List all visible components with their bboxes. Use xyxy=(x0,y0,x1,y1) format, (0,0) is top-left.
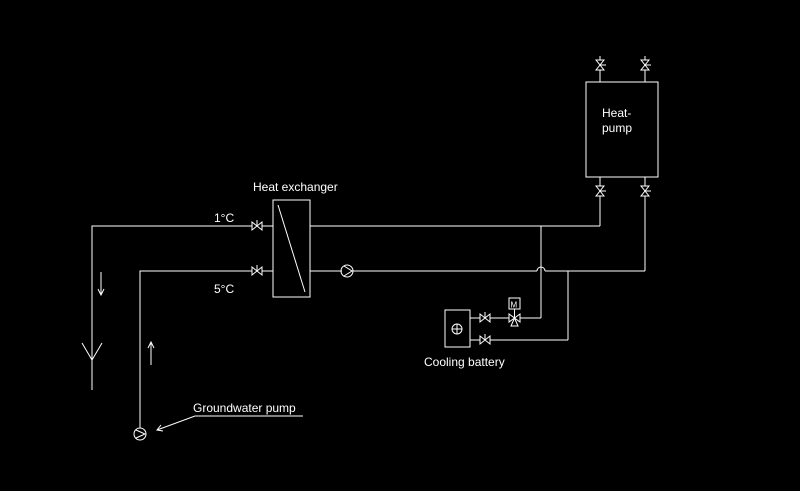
heat-pump-label-line1: Heat- xyxy=(602,106,631,120)
valve-icon xyxy=(479,312,491,324)
groundwater-pump-icon xyxy=(133,427,147,441)
three-way-valve-icon xyxy=(508,309,521,327)
return-pipe xyxy=(139,200,646,428)
heat-exchanger-label: Heat exchanger xyxy=(253,180,338,194)
heat-pump-bottom-right-connection xyxy=(639,177,651,200)
heat-pump-top-left-connection xyxy=(594,56,606,82)
flow-arrow-icon xyxy=(97,272,105,297)
supply-temp-label: 1°C xyxy=(214,211,234,225)
heat-pump xyxy=(585,81,659,178)
valve-icon xyxy=(251,220,263,232)
valve-icon xyxy=(251,265,263,277)
return-temp-label: 5°C xyxy=(214,282,234,296)
cooling-battery-label: Cooling battery xyxy=(424,355,505,369)
heat-pump-top-right-connection xyxy=(639,56,651,82)
cooling-battery xyxy=(444,309,471,348)
heat-pump-bottom-left-connection xyxy=(594,177,606,200)
heat-exchanger xyxy=(272,199,311,298)
flow-arrow-icon xyxy=(147,340,155,365)
valve-icon xyxy=(479,334,491,346)
drain-icon xyxy=(81,342,103,390)
circulation-pump-icon xyxy=(340,264,354,278)
motor-actuator-icon: M xyxy=(508,297,521,310)
heat-pump-label-line2: pump xyxy=(602,121,632,135)
cooling-branch xyxy=(470,226,569,341)
supply-pipe xyxy=(91,200,601,360)
groundwater-pump-leader xyxy=(156,415,303,432)
motor-label: M xyxy=(511,301,518,310)
groundwater-pump-label: Groundwater pump xyxy=(193,401,296,415)
